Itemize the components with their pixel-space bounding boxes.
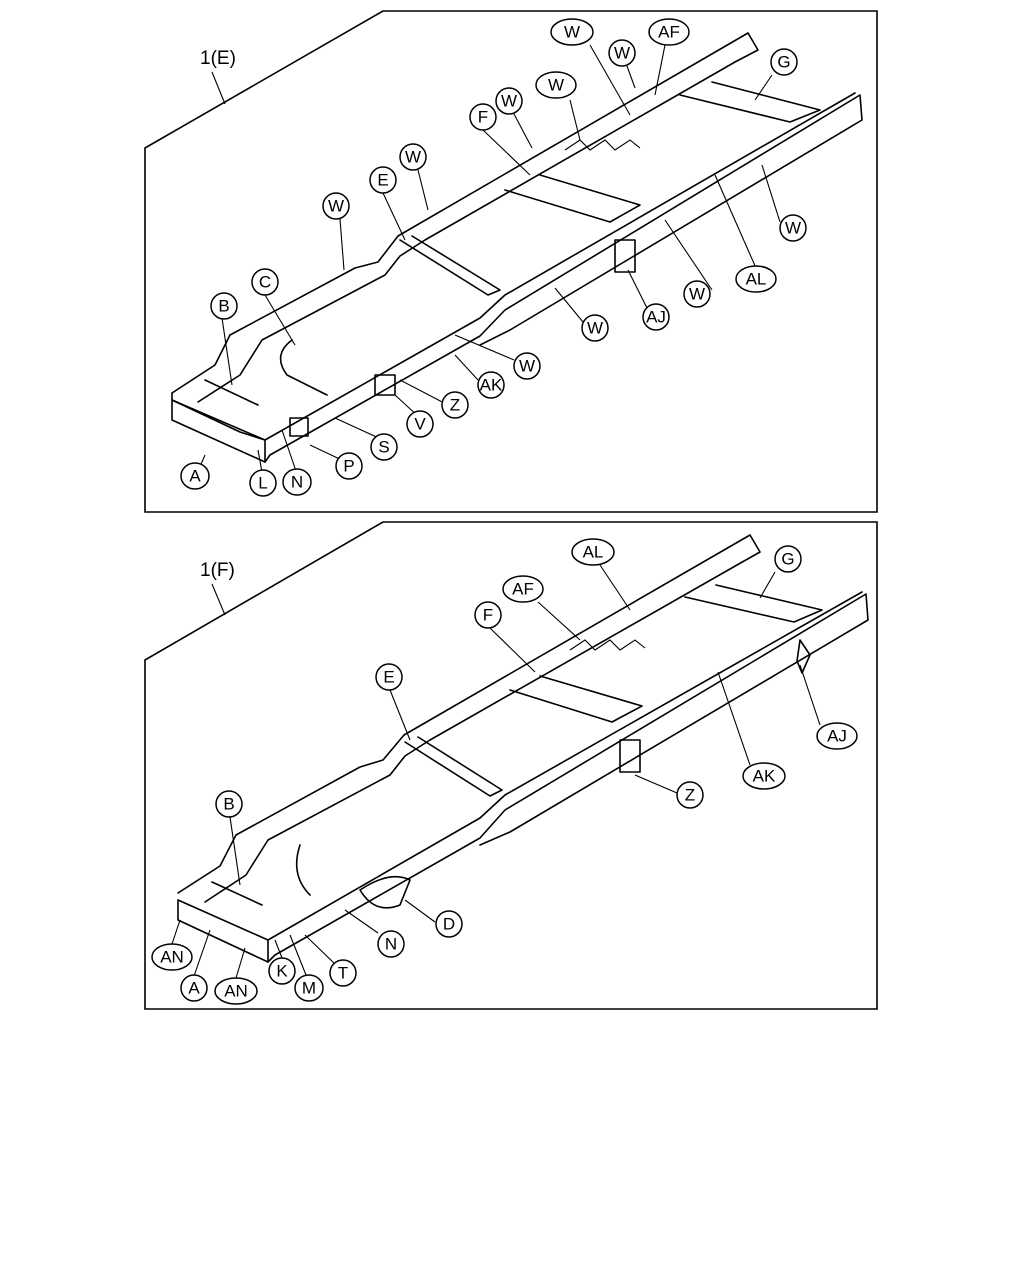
callout-n: S	[378, 438, 389, 457]
panel-1e-title: 1(E)	[200, 48, 236, 69]
callout-e: E	[383, 668, 394, 687]
callout-al: AL	[583, 543, 604, 562]
callout-z: AJ	[646, 308, 666, 327]
callout-w-1: W	[328, 197, 344, 216]
callout-k: K	[276, 962, 288, 981]
panel-1f: 1(F)	[144, 521, 878, 1010]
callouts-e: A B C E F G W W W W W W W W	[180, 18, 807, 497]
callout-aj: AF	[658, 23, 680, 42]
panel-1e-border	[144, 10, 878, 513]
callout-b: B	[223, 795, 234, 814]
callout-n: N	[385, 935, 397, 954]
callout-b: B	[218, 297, 229, 316]
frame-rails-e	[171, 32, 863, 463]
callout-t: T	[338, 964, 348, 983]
callout-w-6: W	[689, 285, 705, 304]
callout-l: P	[343, 457, 354, 476]
panel-1f-border	[144, 521, 878, 1010]
callout-aj: AJ	[827, 727, 847, 746]
callout-f: F	[483, 606, 493, 625]
callout-g: G	[781, 550, 794, 569]
callout-d: D	[443, 915, 455, 934]
callout-al: W	[564, 23, 580, 42]
callout-m: N	[291, 473, 303, 492]
callout-w-8: W	[519, 357, 535, 376]
panel-1e: 1(E)	[144, 10, 878, 513]
callout-m: M	[302, 979, 316, 998]
callout-k: L	[258, 474, 267, 493]
callout-w-2: W	[405, 148, 421, 167]
panel-1f-title: 1(F)	[200, 560, 235, 581]
callout-an-1: AN	[160, 948, 184, 967]
callout-e: E	[377, 171, 388, 190]
callout-af: W	[548, 76, 564, 95]
callout-a: A	[189, 467, 201, 486]
callout-ak: AK	[753, 767, 776, 786]
callout-af: AF	[512, 580, 534, 599]
callout-an-2: AN	[224, 982, 248, 1001]
callout-a: A	[188, 979, 200, 998]
callout-w-4: W	[614, 44, 630, 63]
callout-p: V	[414, 415, 426, 434]
callout-f: F	[478, 108, 488, 127]
callout-w-3: W	[501, 92, 517, 111]
callout-z: Z	[685, 786, 695, 805]
frame-rails-f	[177, 534, 869, 963]
callout-v: AK	[480, 376, 503, 395]
callout-c: C	[259, 273, 271, 292]
callout-s: Z	[450, 396, 460, 415]
callout-w-5: W	[785, 219, 801, 238]
callouts-f: AN A AN K M T N D B E F AF AL G	[151, 538, 858, 1005]
callout-ak: AL	[746, 270, 767, 289]
callout-g: G	[777, 53, 790, 72]
callout-w-7: W	[587, 319, 603, 338]
